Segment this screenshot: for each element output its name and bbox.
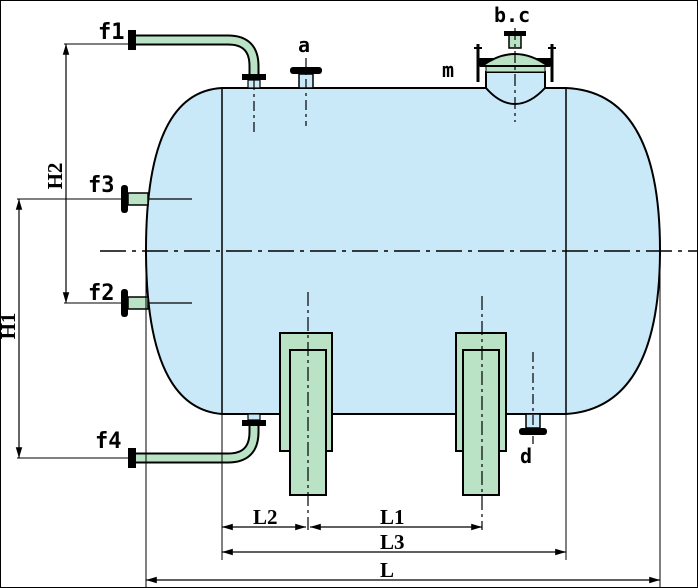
saddle-left	[279, 292, 333, 530]
label-f3: f3	[88, 173, 115, 198]
label-l: L	[380, 558, 394, 582]
label-m: m	[442, 58, 454, 82]
label-h1: H1	[0, 313, 20, 340]
saddle-right	[455, 296, 507, 530]
label-h2: H2	[43, 163, 67, 190]
label-l1: L1	[380, 505, 405, 529]
label-d: d	[520, 444, 532, 468]
manhole-m	[474, 28, 556, 122]
label-l3: L3	[380, 530, 405, 554]
nozzle-d	[519, 352, 547, 444]
nozzle-f3	[121, 185, 192, 213]
nozzle-a	[290, 58, 322, 126]
nozzle-f2	[121, 289, 192, 317]
label-bc: b.c	[494, 3, 530, 27]
label-l2: L2	[253, 505, 278, 529]
pipe-f4	[128, 413, 266, 468]
label-f4: f4	[95, 429, 122, 454]
label-f1: f1	[98, 20, 125, 45]
pipe-f1	[128, 30, 266, 132]
label-f2: f2	[88, 281, 115, 306]
label-a: a	[298, 33, 310, 57]
